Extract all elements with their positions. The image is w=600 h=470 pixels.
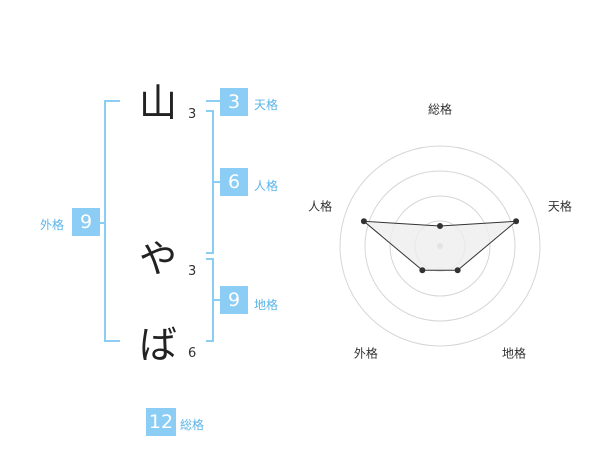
radar-ring [364,170,516,322]
radar-ring [339,145,541,347]
chikaku-value: 9 [220,286,248,314]
radar-ring [389,195,491,297]
radar-point [513,218,520,225]
radar-axis-label: 天格 [548,199,572,214]
soukaku-label: 総格 [180,418,205,432]
name-char-3: ば [138,323,177,367]
name-char-2: や [138,237,177,281]
radar-axis-label: 人格 [308,199,332,214]
gaikaku-label: 外格 [40,218,65,232]
chikaku-label: 地格 [254,298,279,312]
tenkaku-label: 天格 [254,98,279,112]
chikaku-connector [214,299,220,301]
radar-point [360,218,367,225]
stroke-count-3: 6 [188,346,197,361]
radar-axis-label: 総格 [428,102,452,117]
stroke-count-2: 3 [188,264,197,279]
gaikaku-bracket [104,100,120,342]
tenkaku-connector [206,100,220,102]
radar-axis-label: 地格 [502,345,526,360]
gaikaku-connector [100,222,104,224]
jinkaku-label: 人格 [254,179,279,193]
stroke-count-1: 3 [188,107,197,122]
jinkaku-connector [214,181,220,183]
soukaku-value: 12 [146,408,176,436]
chikaku-bracket [206,258,214,342]
jinkaku-value: 6 [220,168,248,196]
radar-polygon [362,220,518,271]
tenkaku-value: 3 [220,88,248,116]
name-char-1: 山 [138,81,177,125]
radar-point [437,223,443,229]
jinkaku-bracket [206,110,214,254]
radar-point [454,267,461,274]
radar-point [419,267,426,274]
radar-axis-label: 外格 [354,345,378,360]
gaikaku-value: 9 [72,208,100,236]
